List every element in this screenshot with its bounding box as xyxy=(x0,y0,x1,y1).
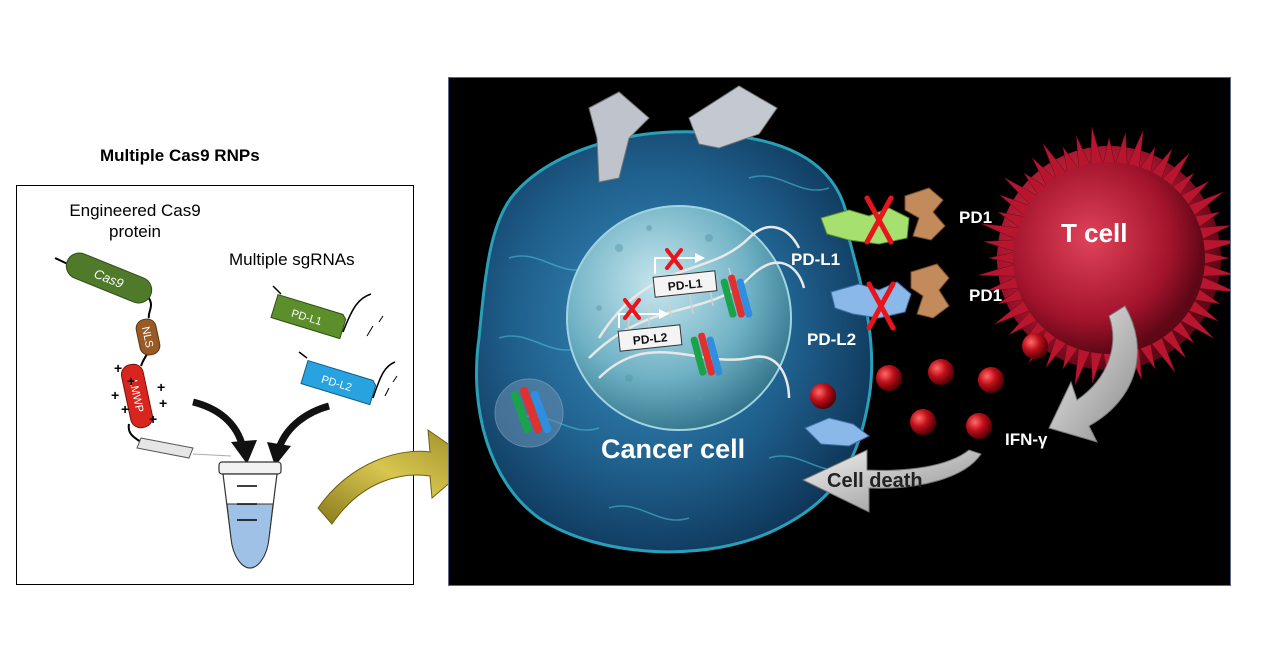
mechanism-panel: PD-L1 PD-L2 xyxy=(448,77,1231,586)
gene-pd-l2-text: PD-L2 xyxy=(632,330,668,348)
nls-text: NLS xyxy=(139,325,155,348)
svg-text:+: + xyxy=(127,373,135,389)
rnp-schematic-box: Engineered Cas9 protein Multiple sgRNAs … xyxy=(16,185,414,585)
sgrna-pd-l1: PD-L1 xyxy=(270,293,347,340)
cancer-cell-label: Cancer cell xyxy=(601,434,746,464)
cell-death-arrow xyxy=(801,449,982,513)
reaction-tube xyxy=(218,461,282,569)
pd1-receptor-top xyxy=(904,187,946,241)
pd-l2-label: PD-L2 xyxy=(807,330,857,349)
engineered-cas9-label: Engineered Cas9 protein xyxy=(69,201,201,241)
gene-pd-l1-tag: PD-L1 xyxy=(652,253,718,298)
ifn-gamma-label: IFN-γ xyxy=(1005,430,1048,449)
svg-text:+: + xyxy=(121,401,129,417)
positive-charges: + + + + + + + xyxy=(111,360,167,427)
cas9-segment: Cas9 xyxy=(65,252,153,304)
t-cell-label: T cell xyxy=(1061,218,1128,248)
svg-text:+: + xyxy=(149,411,157,427)
rnp-in-vesicle xyxy=(510,386,552,434)
left-panel-title: Multiple Cas9 RNPs xyxy=(100,146,260,165)
pd1-receptor-bottom xyxy=(910,263,950,319)
knockout-x-gene-1 xyxy=(665,248,683,270)
pd1-label-bottom: PD1 xyxy=(969,286,1003,305)
arrow-protein-to-tube xyxy=(192,398,247,449)
knockout-x-gene-2 xyxy=(623,298,641,320)
blockade-x-pd-l2 xyxy=(866,281,896,331)
rnp-on-dna-2 xyxy=(690,332,723,376)
ifn-gamma-particles xyxy=(810,333,1048,439)
pd1-label-top: PD1 xyxy=(959,208,993,227)
arrow-sgrna-to-tube xyxy=(275,402,330,450)
sgrnas-label: Multiple sgRNAs xyxy=(229,250,355,269)
gene-pd-l2-tag: PD-L2 xyxy=(617,309,683,352)
sgrna-pd-l2: PD-L2 xyxy=(300,359,377,406)
mechanism-illustration: PD-L1 PD-L2 xyxy=(475,85,1230,554)
lmwp-segment: LMWP xyxy=(120,363,154,429)
nucleus xyxy=(566,205,792,431)
blockade-x-pd-l1 xyxy=(864,195,894,245)
rnp-on-dna-1 xyxy=(720,274,753,318)
t-cell-body xyxy=(978,127,1230,389)
sgrna-1-tail xyxy=(342,293,372,333)
cell-death-label: Cell death xyxy=(827,470,923,492)
rnp-illustration: Cas9 NLS LMWP + + + + + + + PD-L1 xyxy=(54,252,398,569)
secretion-arrow xyxy=(1048,305,1138,443)
membrane-protein-2 xyxy=(688,85,778,149)
pd-l2-ligand-lower xyxy=(804,417,870,447)
sgrna-2-tail xyxy=(372,361,396,399)
protein-tag xyxy=(136,437,194,459)
svg-text:+: + xyxy=(114,360,122,376)
svg-text:+: + xyxy=(111,387,119,403)
membrane-protein-1 xyxy=(588,91,650,183)
svg-text:+: + xyxy=(157,379,165,395)
nls-segment: NLS xyxy=(135,318,161,356)
pd-l1-label: PD-L1 xyxy=(791,250,841,269)
svg-text:+: + xyxy=(159,395,167,411)
gene-pd-l1-text: PD-L1 xyxy=(667,276,703,294)
